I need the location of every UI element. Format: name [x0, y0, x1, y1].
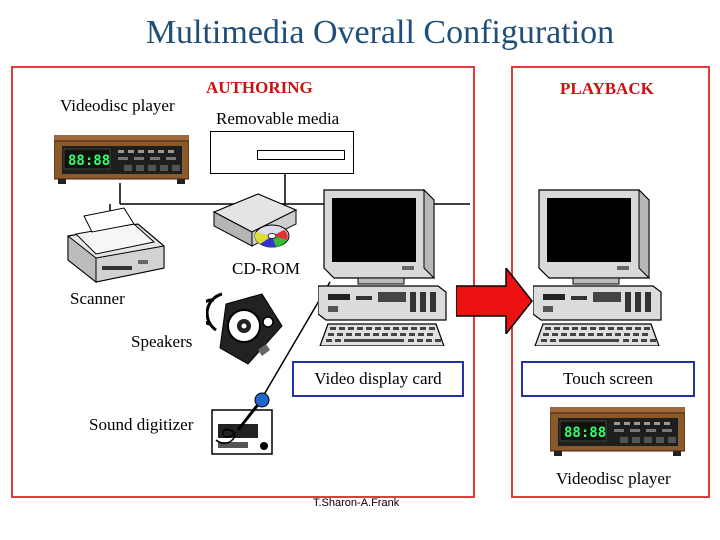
playback-videodisc-player-label: Videodisc player [556, 469, 671, 488]
removable-media-drive [210, 131, 354, 174]
microphone-head [254, 392, 270, 408]
video-display-card-label: Video display card [314, 369, 442, 388]
scanner-label: Scanner [70, 289, 125, 308]
sound-digitizer-icon [211, 392, 273, 455]
authoring-to-playback-arrow [456, 268, 533, 334]
sound-digitizer-label: Sound digitizer [89, 415, 194, 434]
speakers-icon [206, 292, 283, 365]
cd-rom-label: CD-ROM [232, 259, 301, 278]
media-slot [257, 150, 345, 160]
speakers-label: Speakers [131, 332, 193, 351]
touch-screen-box: Touch screen [521, 361, 695, 397]
video-display-card-box: Video display card [292, 361, 464, 397]
authoring-frame [11, 66, 475, 498]
vcr-display-text: 88:88 [564, 425, 606, 441]
authoring-heading: AUTHORING [206, 78, 313, 97]
touch-screen-label: Touch screen [563, 369, 653, 388]
videodisc-player-authoring: 88:88 [54, 135, 189, 185]
videodisc-player-playback: 88:88 [550, 406, 685, 458]
playback-heading: PLAYBACK [560, 79, 654, 98]
author-credit: T.Sharon-A.Frank [313, 497, 400, 509]
playback-computer-icon [533, 186, 663, 346]
removable-media-label: Removable media [216, 109, 340, 128]
vcr-display-text: 88:88 [68, 153, 110, 169]
cd-rom-drive-icon [212, 193, 298, 248]
videodisc-player-label: Videodisc player [60, 96, 175, 115]
page-title: Multimedia Overall Configuration [145, 14, 615, 51]
scanner-icon [67, 207, 165, 284]
authoring-computer-icon [318, 186, 448, 346]
